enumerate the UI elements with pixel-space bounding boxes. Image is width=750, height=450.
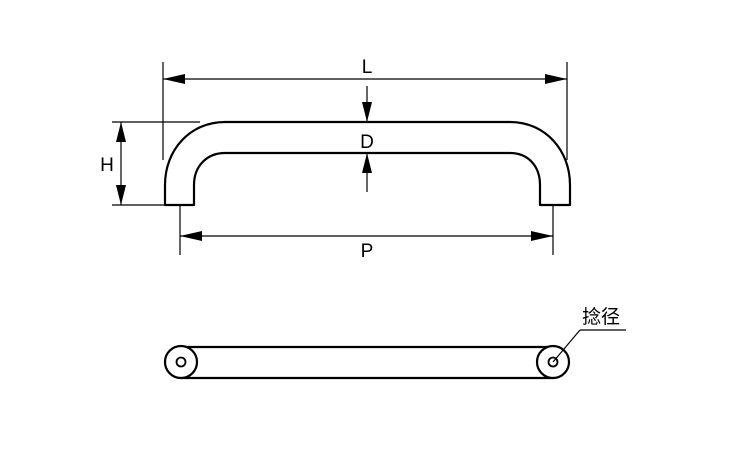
dimension-label-d: D (360, 132, 374, 153)
handle-front-outline (163, 120, 572, 207)
dimension-label-l: L (362, 57, 373, 78)
top-view: 捻径 (163, 306, 626, 380)
top-view-left-hole (175, 356, 187, 368)
dimension-label-h: H (100, 155, 114, 176)
front-view: L D H P (100, 57, 572, 262)
top-view-left-end (163, 344, 199, 380)
dimension-label-p: P (361, 241, 374, 262)
callout-leader: 捻径 (552, 306, 626, 363)
callout-label: 捻径 (582, 306, 620, 328)
dimension-p: P (180, 231, 553, 262)
dimension-l: L (163, 57, 567, 84)
top-view-right-hole (547, 356, 559, 368)
dimension-d: D (360, 86, 374, 192)
dimension-h: H (100, 122, 126, 205)
